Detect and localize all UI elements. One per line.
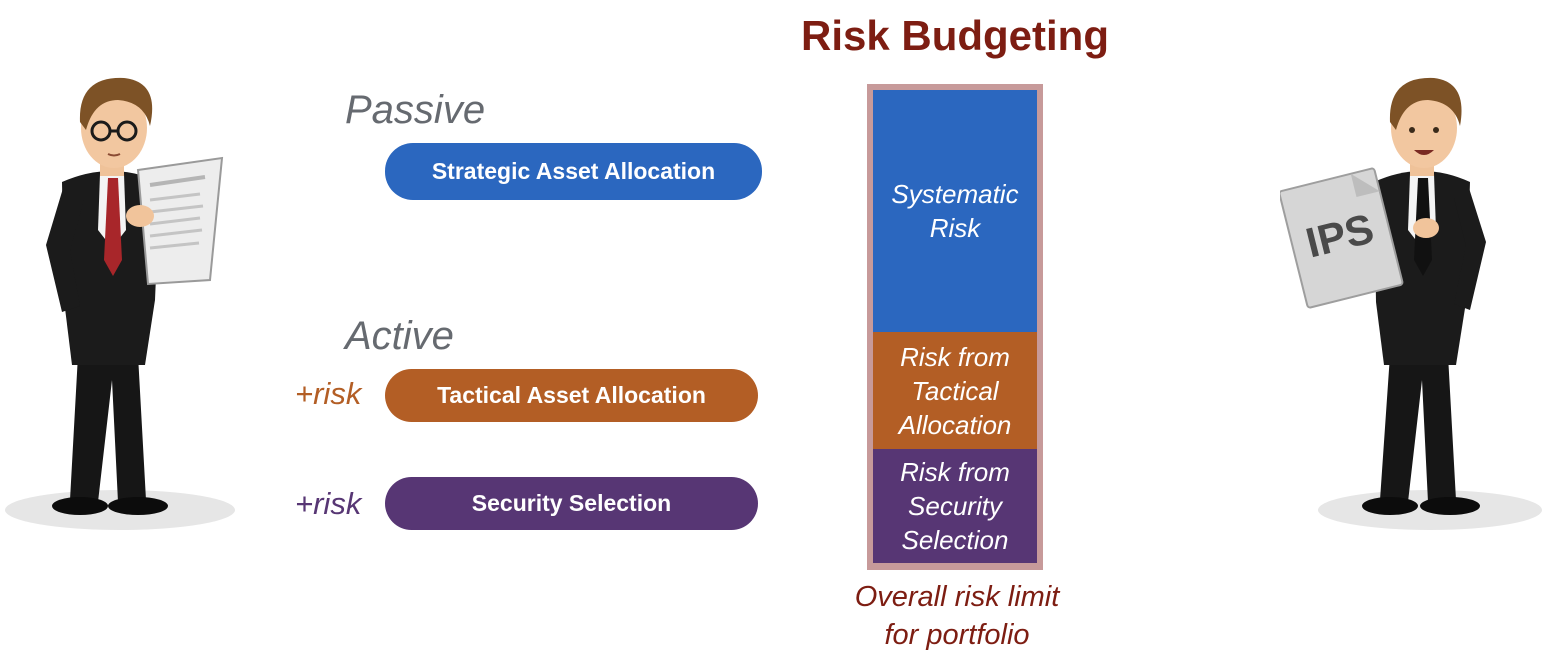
risk-limit-caption: Overall risk limit for portfolio <box>854 581 1060 651</box>
security-selection-pill: Security Selection <box>385 477 758 530</box>
businessman-reading-illustration <box>5 77 235 530</box>
security-selection-label: Security Selection <box>471 490 672 516</box>
passive-label: Passive <box>345 88 486 132</box>
systematic-risk-segment: Systematic Risk <box>873 90 1037 332</box>
tactical-asset-allocation-pill: Tactical Asset Allocation <box>385 369 758 422</box>
tactical-asset-allocation-label: Tactical Asset Allocation <box>437 382 706 408</box>
security-risk-segment: Risk from Security Selection <box>873 449 1037 563</box>
businessman-presenting-illustration <box>1280 77 1542 530</box>
strategic-asset-allocation-pill: Strategic Asset Allocation <box>385 143 762 200</box>
tactical-risk-tag: +risk <box>295 376 362 411</box>
strategic-asset-allocation-label: Strategic Asset Allocation <box>431 158 716 184</box>
tactical-risk-segment: Risk from Tactical Allocation <box>873 332 1037 449</box>
active-label: Active <box>345 314 454 358</box>
page-title: Risk Budgeting <box>800 12 1109 59</box>
security-risk-tag: +risk <box>295 486 362 521</box>
risk-budget-bar: Systematic Risk Risk from Tactical Alloc… <box>867 84 1043 570</box>
